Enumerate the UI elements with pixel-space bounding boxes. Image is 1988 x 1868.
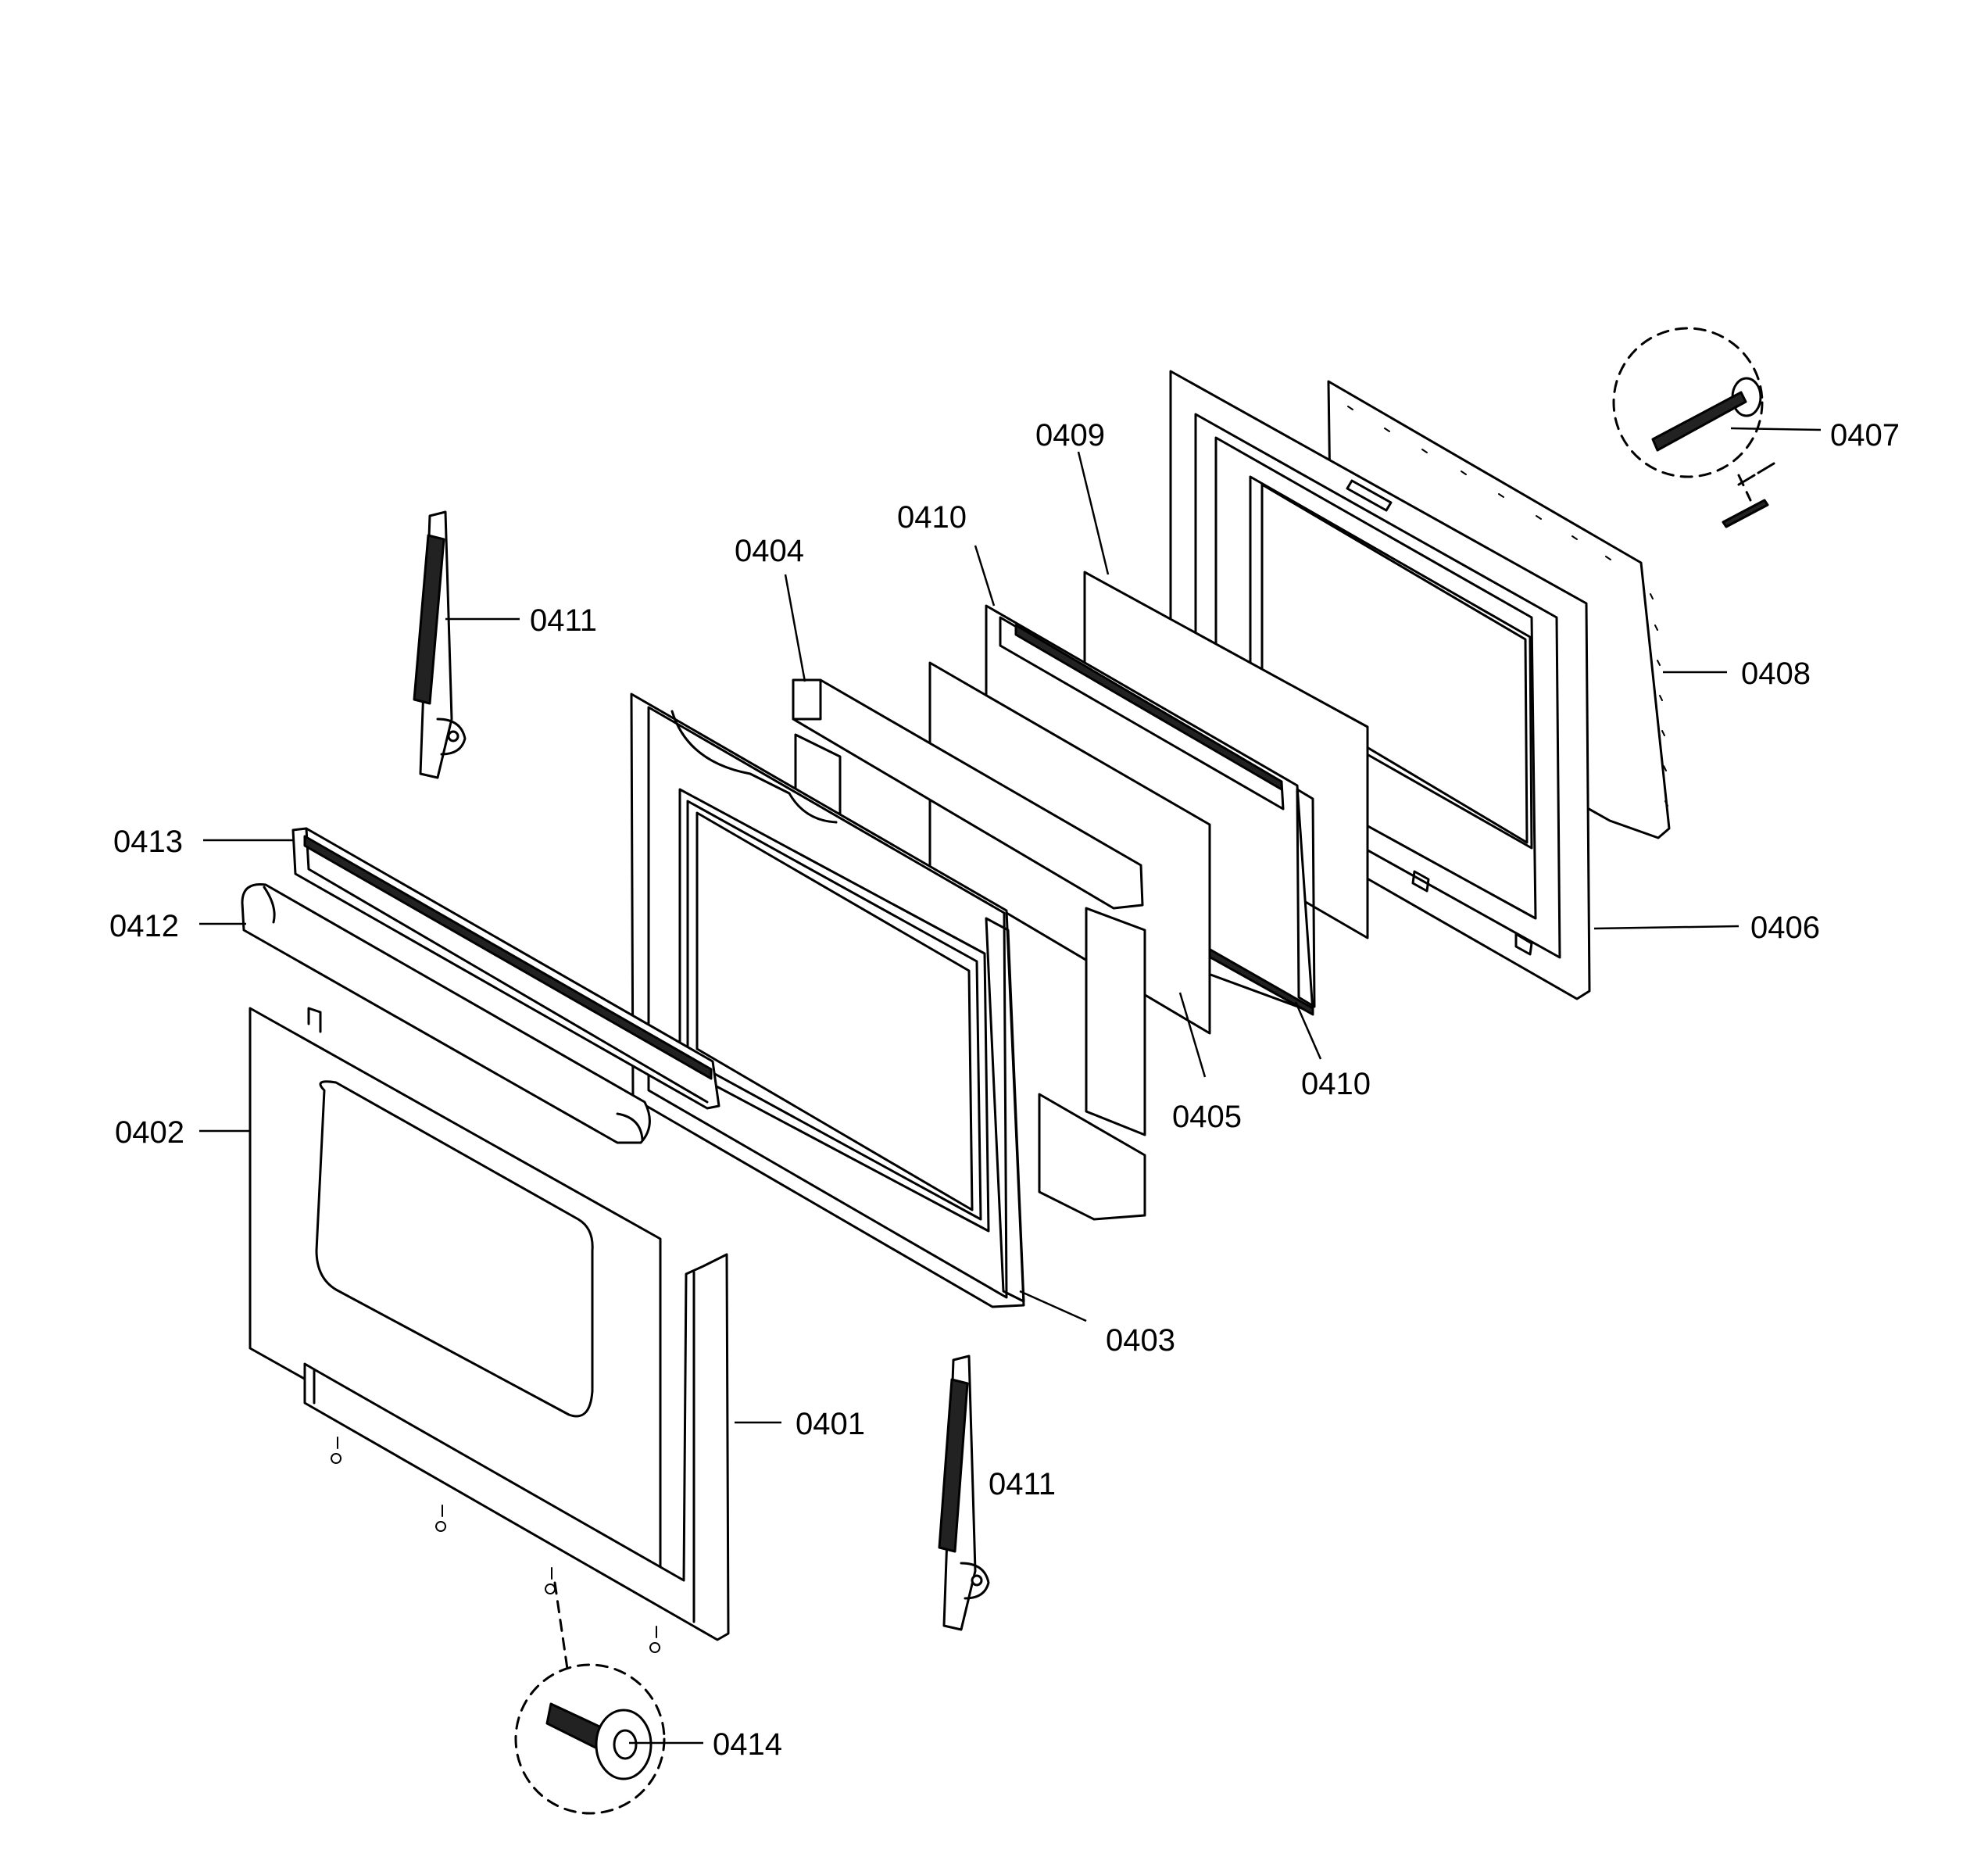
callout-0411-upper: 0411 [530, 603, 597, 638]
part-0413-top-trim [291, 827, 720, 1110]
callout-0408: 0408 [1741, 657, 1811, 691]
callout-0405: 0405 [1172, 1100, 1242, 1134]
callout-0410-lower: 0410 [1301, 1067, 1371, 1101]
callout-0402: 0402 [115, 1115, 184, 1150]
callout-0406: 0406 [1750, 911, 1820, 945]
callout-labels: 0401 0402 0403 0404 0405 0406 0407 0408 … [109, 418, 1900, 1762]
callout-0410-upper: 0410 [897, 500, 967, 535]
part-0414-screw [514, 1581, 666, 1815]
callout-0413: 0413 [113, 825, 183, 859]
part-0412-handle [241, 882, 651, 1144]
part-0407-bolt [1612, 327, 1775, 528]
callout-0411-lower: 0411 [989, 1467, 1056, 1501]
leader-lines [199, 427, 1822, 1745]
callout-0403: 0403 [1106, 1323, 1175, 1358]
callout-0401: 0401 [796, 1407, 865, 1441]
part-0404-insulation [792, 678, 1146, 1221]
callout-0412: 0412 [109, 909, 179, 943]
part-0411-hinge-lower [938, 1354, 990, 1631]
callout-0414: 0414 [713, 1727, 782, 1762]
part-0401-outer-frame [303, 1253, 730, 1653]
callout-0404: 0404 [735, 534, 804, 568]
callout-0407: 0407 [1830, 418, 1900, 453]
callout-0409: 0409 [1035, 418, 1105, 453]
part-0411-hinge-upper [413, 510, 467, 779]
